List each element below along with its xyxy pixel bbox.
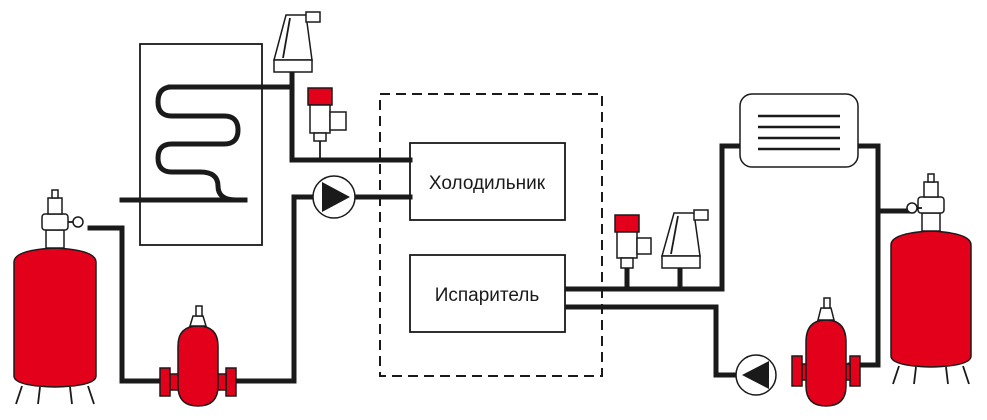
- pipe-evap-return: [564, 304, 739, 378]
- circulation-pump-right-icon: [735, 354, 777, 396]
- dirt-separator-icon: [159, 305, 237, 407]
- pipe-network: [87, 69, 915, 384]
- evaporator-label: Испаритель: [435, 285, 540, 306]
- pipe-fancoil-return: [847, 143, 881, 368]
- pipe-valve-stems: [624, 265, 683, 292]
- air-separator-right-icon: [661, 209, 709, 269]
- coil-heat-exchanger-icon: [139, 43, 263, 246]
- fan-coil-icon: [739, 93, 859, 168]
- pipe-to-chiller-top: [289, 84, 413, 163]
- air-separator-icon: [273, 11, 321, 73]
- evaporator-box: Испаритель: [409, 254, 566, 333]
- circulation-pump-icon: [312, 175, 356, 219]
- dirt-separator-right-icon: [791, 297, 861, 407]
- pipe-left-supply: [223, 194, 317, 384]
- safety-valve-icon: [307, 87, 347, 158]
- expansion-vessel-icon: [13, 189, 97, 405]
- safety-valve-right-icon: [614, 214, 652, 269]
- chiller-enclosure: [379, 93, 603, 377]
- expansion-vessel-right-icon: [890, 173, 972, 385]
- pipe-evap-supply: [564, 143, 743, 292]
- pipe-left-return: [119, 225, 169, 384]
- chiller-box: Холодильник: [409, 142, 566, 221]
- chiller-label: Холодильник: [429, 173, 546, 194]
